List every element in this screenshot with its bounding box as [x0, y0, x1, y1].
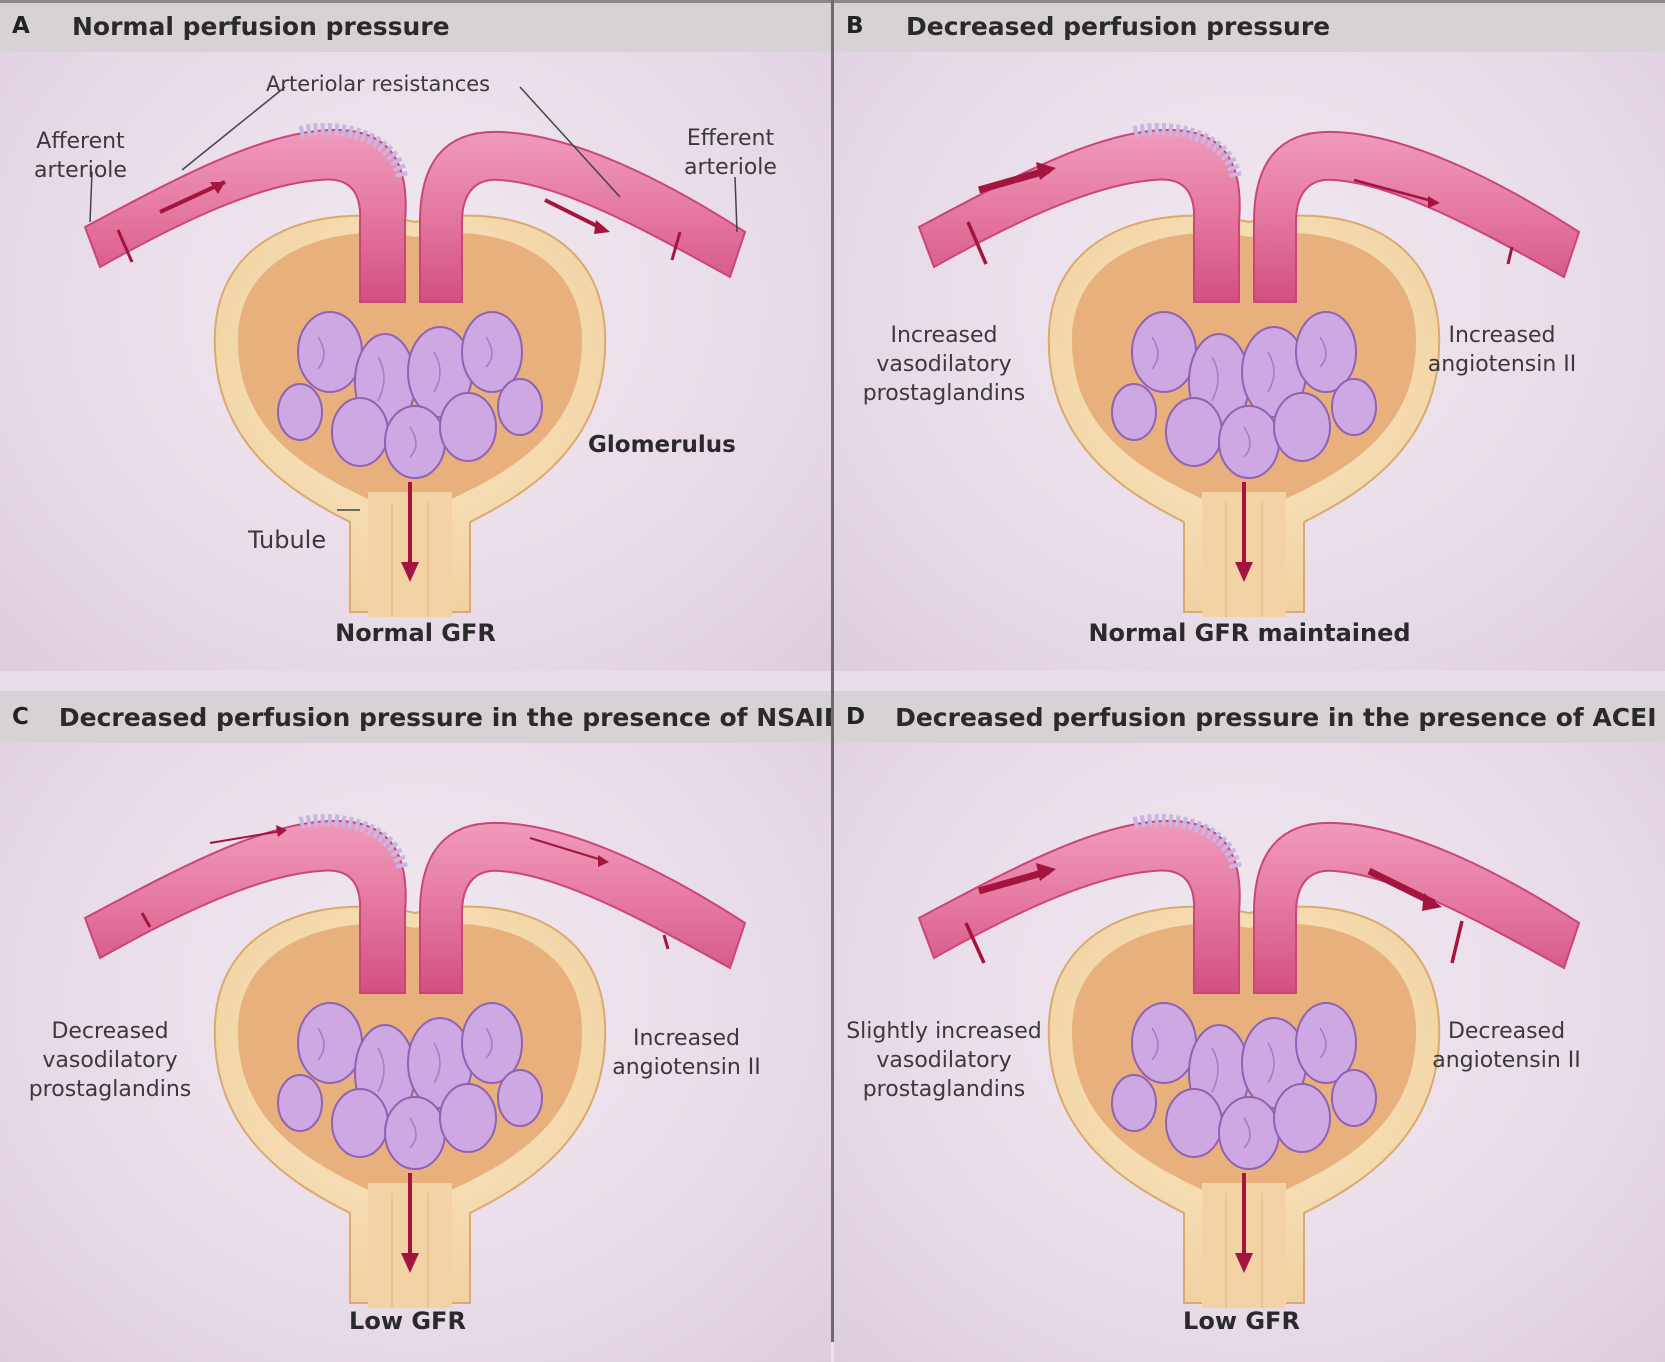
panel-c: C Decreased perfusion pressure in the pr…: [0, 691, 831, 1362]
efferent-leader: [735, 177, 737, 232]
efferent-diameter-marker: [664, 935, 668, 949]
panel-b-title: Decreased perfusion pressure: [906, 12, 1330, 41]
panel-a: A Normal perfusion pressure Arteriolar r…: [0, 0, 831, 671]
efferent-arteriole-label: Efferent arteriole: [684, 124, 777, 182]
tubule-label: Tubule: [248, 526, 326, 555]
panel-b-right-note: Increased angiotensin II: [1412, 321, 1592, 379]
panel-b-left-note: Increased vasodilatory prostaglandins: [854, 321, 1034, 408]
panel-d-letter: D: [846, 704, 865, 730]
panel-c-right-note: Increased angiotensin II: [594, 1024, 779, 1082]
panel-d-title: Decreased perfusion pressure in the pres…: [895, 703, 1665, 732]
panel-b-gfr: Normal GFR maintained: [834, 619, 1665, 647]
panel-divider-vertical: [831, 0, 834, 1342]
panel-b: B Decreased perfusion pressure Increased…: [834, 0, 1665, 671]
efferent-diameter-marker: [1508, 247, 1512, 264]
panel-d-header: D Decreased perfusion pressure in the pr…: [834, 691, 1665, 743]
panel-c-title: Decreased perfusion pressure in the pres…: [59, 703, 831, 732]
panel-d-right-note: Decreased angiotensin II: [1414, 1017, 1599, 1075]
panel-c-letter: C: [12, 704, 29, 730]
panel-a-header: A Normal perfusion pressure: [0, 0, 831, 52]
panel-c-left-note: Decreased vasodilatory prostaglandins: [15, 1017, 205, 1104]
panel-a-letter: A: [12, 13, 42, 39]
panel-c-header: C Decreased perfusion pressure in the pr…: [0, 691, 831, 743]
panel-c-gfr: Low GFR: [0, 1307, 815, 1335]
panel-a-title: Normal perfusion pressure: [72, 12, 450, 41]
arteriolar-resistances-label: Arteriolar resistances: [266, 70, 490, 99]
panel-d-left-note: Slightly increased vasodilatory prostagl…: [834, 1017, 1054, 1104]
panel-d-gfr: Low GFR: [834, 1307, 1649, 1335]
glomerulus-label: Glomerulus: [588, 432, 736, 458]
panel-d: D Decreased perfusion pressure in the pr…: [834, 691, 1665, 1362]
panel-a-gfr: Normal GFR: [0, 619, 831, 647]
afferent-arteriole-label: Afferent arteriole: [34, 127, 127, 185]
panel-b-letter: B: [846, 13, 876, 39]
efferent-flow-arrowhead: [594, 220, 610, 234]
efferent-diameter-marker: [1452, 921, 1462, 963]
panel-b-header: B Decreased perfusion pressure: [834, 0, 1665, 52]
